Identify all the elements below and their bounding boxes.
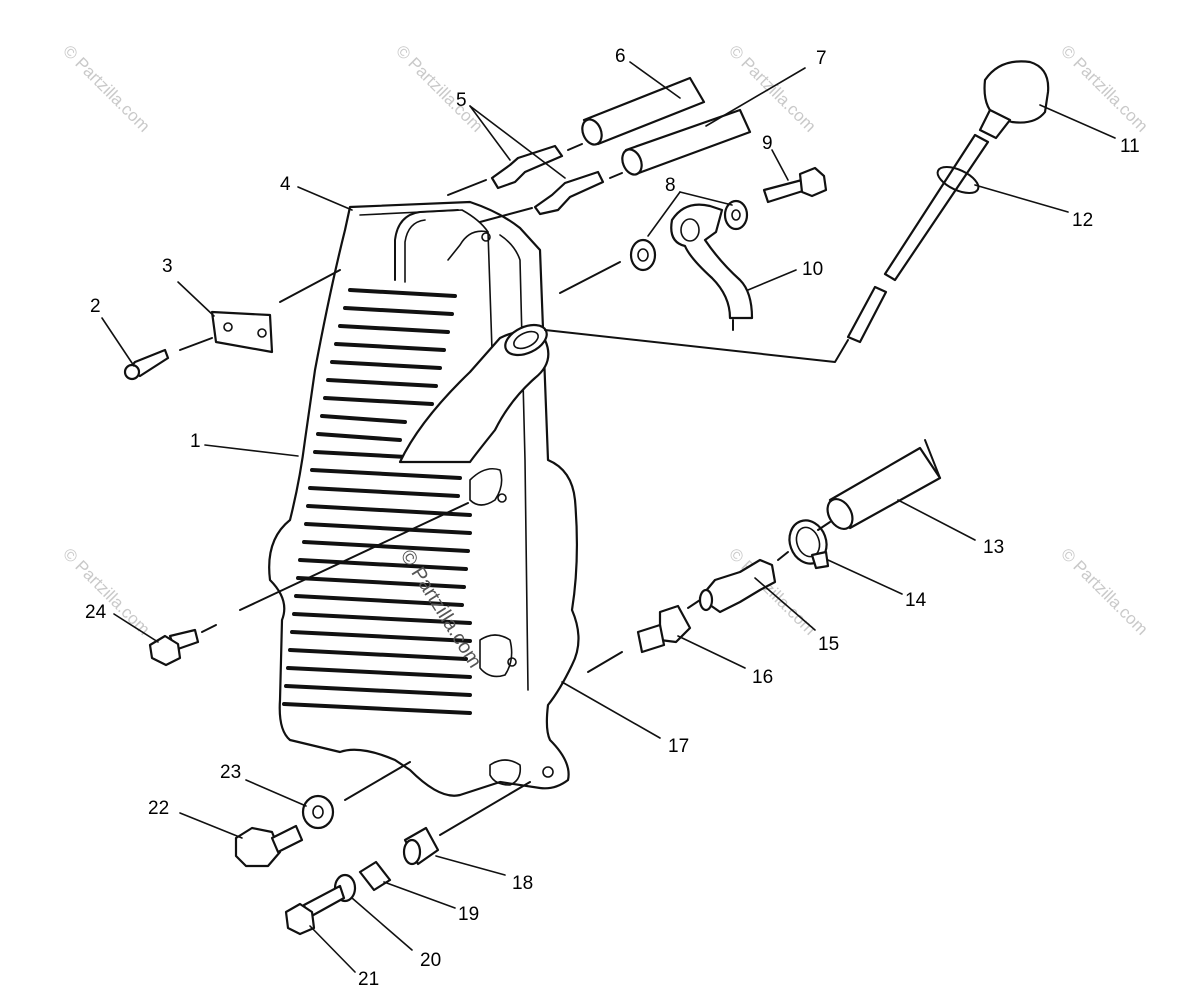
hoses-part-6-7 bbox=[581, 76, 752, 176]
callout-8: 8 bbox=[665, 175, 676, 196]
callout-15: 15 bbox=[818, 634, 839, 655]
banjo-fitting-part-8-10 bbox=[559, 199, 754, 331]
fitting-part-15 bbox=[698, 551, 789, 614]
callout-9: 9 bbox=[762, 133, 773, 154]
callout-24: 24 bbox=[85, 602, 107, 623]
callout-4: 4 bbox=[280, 174, 291, 195]
bracket-part-3 bbox=[210, 269, 341, 354]
callout-23: 23 bbox=[220, 762, 241, 783]
callout-21: 21 bbox=[358, 969, 379, 990]
dipstick-part-11-12 bbox=[544, 60, 1050, 363]
tank-cooling-fins bbox=[282, 288, 472, 715]
callout-12: 12 bbox=[1072, 210, 1093, 231]
callout-1: 1 bbox=[190, 431, 201, 452]
callout-19: 19 bbox=[458, 904, 479, 925]
mounting-hardware-part-18-21 bbox=[284, 781, 531, 936]
callout-13: 13 bbox=[983, 537, 1004, 558]
callout-22: 22 bbox=[148, 798, 169, 819]
clamp-part-14 bbox=[788, 519, 831, 570]
screw-part-2 bbox=[123, 337, 213, 381]
callout-10: 10 bbox=[802, 259, 823, 280]
callout-16: 16 bbox=[752, 667, 773, 688]
fittings-part-5 bbox=[447, 143, 623, 223]
callout-11: 11 bbox=[1120, 136, 1140, 157]
drain-bolt-part-22-23 bbox=[234, 761, 411, 868]
bolt-part-24 bbox=[148, 502, 469, 667]
leader-lines bbox=[101, 61, 1116, 973]
callout-20: 20 bbox=[420, 950, 441, 971]
callout-2: 2 bbox=[90, 296, 101, 317]
switch-part-16 bbox=[587, 599, 701, 673]
callout-18: 18 bbox=[512, 873, 533, 894]
watermark: © Partzilla.com bbox=[392, 41, 486, 135]
watermark: © Partzilla.com bbox=[59, 544, 153, 638]
callout-3: 3 bbox=[162, 256, 173, 277]
watermark: © Partzilla.com bbox=[1057, 41, 1151, 135]
watermark: © Partzilla.com bbox=[1057, 544, 1151, 638]
callout-5: 5 bbox=[456, 90, 467, 111]
callout-labels: 1 2 3 4 5 6 7 8 9 10 11 12 13 14 15 16 1… bbox=[85, 46, 1140, 990]
callout-6: 6 bbox=[615, 46, 626, 67]
callout-7: 7 bbox=[816, 48, 827, 69]
hose-part-13 bbox=[826, 439, 942, 531]
callout-17: 17 bbox=[668, 736, 689, 757]
callout-14: 14 bbox=[905, 590, 927, 611]
oil-tank: © Partzilla.com bbox=[268, 200, 580, 797]
watermark: © Partzilla.com bbox=[59, 41, 153, 135]
bolt-part-9 bbox=[762, 166, 828, 204]
